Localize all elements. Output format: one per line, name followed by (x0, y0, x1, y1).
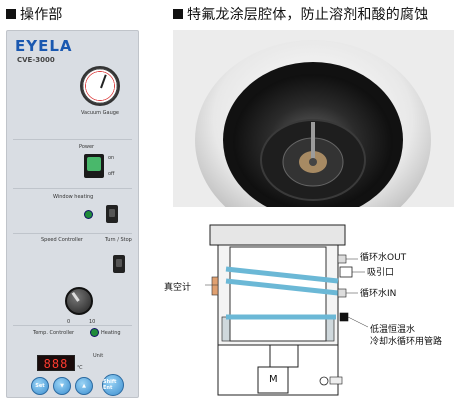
shift-ent-button[interactable]: Shift Ent (102, 374, 124, 396)
unit-label: Unit (93, 353, 104, 359)
power-switch[interactable] (84, 154, 104, 178)
down-button[interactable]: ▼ (53, 377, 71, 395)
cooling-pipe-label: 冷却水循环用管路 (370, 337, 443, 347)
up-button[interactable]: ▲ (75, 377, 93, 395)
dial-min-label: 0 (67, 319, 71, 325)
vacuum-gauge-label: 真空计 (164, 283, 192, 293)
cooling-water-out-label: 循环水OUT (360, 253, 407, 263)
model-label: CVE-3000 (17, 56, 55, 64)
control-panel: EYELA CVE-3000 Vacuum Gauge Power on off… (6, 30, 139, 398)
gauge-label: Vacuum Gauge (81, 110, 120, 116)
dial-max-label: 10 (89, 319, 96, 325)
divider (13, 188, 132, 189)
turn-stop-switch[interactable] (113, 255, 125, 273)
display-unit: ℃ (77, 365, 83, 371)
vessel-heading: 特氟龙涂层腔体，防止溶剂和酸的腐蚀 (173, 4, 428, 24)
divider (13, 233, 132, 234)
power-label: Power (79, 144, 95, 150)
vacuum-gauge-icon (80, 66, 120, 106)
speed-dial[interactable] (65, 287, 93, 315)
divider (13, 325, 132, 326)
turn-stop-label: Turn / Stop (105, 237, 132, 243)
set-button[interactable]: Set (31, 377, 49, 395)
low-temp-water-label: 低温恒温水 (370, 325, 416, 335)
temperature-display: 888 (37, 355, 75, 371)
square-bullet-icon (173, 9, 183, 19)
square-bullet-icon (6, 9, 16, 19)
vessel-heading-text: 特氟龙涂层腔体，防止溶剂和酸的腐蚀 (187, 7, 429, 23)
vessel-illustration (173, 30, 454, 207)
brand-logo: EYELA (15, 37, 73, 55)
window-heating-indicator (85, 211, 92, 218)
control-panel-heading: 操作部 (6, 4, 63, 24)
chamber-schematic (205, 224, 369, 396)
motor-label: M (269, 374, 278, 385)
heating-indicator (91, 329, 98, 336)
power-on-label: on (108, 155, 115, 161)
power-off-label: off (108, 171, 115, 177)
suction-port-label: 吸引口 (367, 268, 395, 278)
cooling-water-in-label: 循环水IN (360, 289, 397, 299)
heating-label: Heating (101, 330, 121, 336)
window-heating-label: Window heating (53, 194, 94, 200)
vessel-photo (173, 30, 454, 207)
power-led-icon (87, 157, 101, 171)
chamber-diagram: 真空计 循环水OUT 吸引口 循环水IN 低温恒温水 冷却水循环用管路 M (164, 217, 470, 403)
window-heating-switch[interactable] (106, 205, 118, 223)
divider (13, 139, 132, 140)
temp-controller-label: Temp. Controller (33, 330, 75, 336)
speed-controller-label: Speed Controller (41, 237, 83, 243)
control-panel-heading-text: 操作部 (20, 7, 63, 23)
